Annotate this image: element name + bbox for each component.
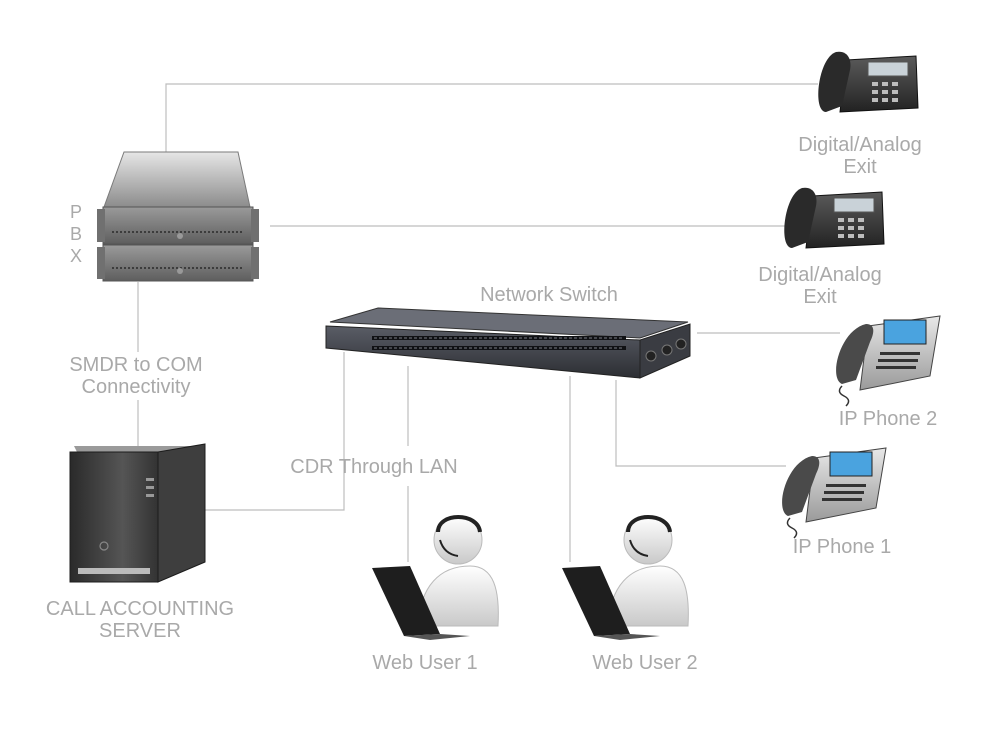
ip-phone-1-label: IP Phone 1	[792, 536, 892, 558]
web-user-2-figure	[562, 515, 689, 640]
digital-exit-1-label: Digital/Analog Exit	[798, 134, 922, 178]
line-switch-to-ip-phone-1	[615, 380, 786, 467]
pbx-device	[97, 151, 259, 282]
network-switch-device	[325, 307, 691, 379]
call-accounting-server-device	[69, 443, 206, 583]
pbx-label: P B X	[69, 202, 82, 266]
digital-phone-2-device	[784, 187, 885, 249]
line-server-to-switch	[203, 352, 345, 511]
line-pbx-to-exit-1	[165, 83, 818, 152]
ip-phone-1-device	[782, 447, 887, 539]
digital-phone-1-device	[818, 51, 919, 113]
smdr-connectivity-label: SMDR to COM Connectivity	[69, 354, 203, 398]
ip-phone-2-device	[836, 315, 941, 407]
digital-exit-2-label: Digital/Analog Exit	[758, 264, 882, 308]
network-switch-label: Network Switch	[480, 284, 618, 306]
connection-lines	[137, 83, 840, 562]
ip-phone-2-label: IP Phone 2	[838, 408, 938, 430]
call-accounting-server-label: CALL ACCOUNTING SERVER	[45, 598, 235, 642]
web-user-1-label: Web User 1	[372, 652, 478, 674]
web-user-1-figure	[372, 515, 499, 640]
web-user-2-label: Web User 2	[592, 652, 698, 674]
cdr-through-lan-label: CDR Through LAN	[290, 456, 458, 478]
